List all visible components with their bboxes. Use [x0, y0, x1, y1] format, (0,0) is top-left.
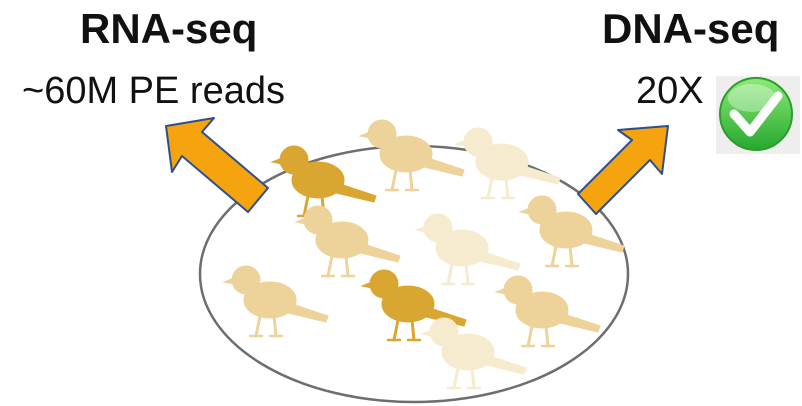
arrow-up-left-icon: [166, 118, 268, 212]
arrow-up-right-icon: [578, 126, 668, 214]
check-icon: [716, 76, 800, 154]
dna-seq-title: DNA-seq: [602, 8, 779, 50]
rna-seq-title: RNA-seq: [80, 8, 257, 50]
dna-seq-subtitle: 20X: [636, 72, 704, 110]
rna-seq-subtitle: ~60M PE reads: [22, 72, 285, 110]
